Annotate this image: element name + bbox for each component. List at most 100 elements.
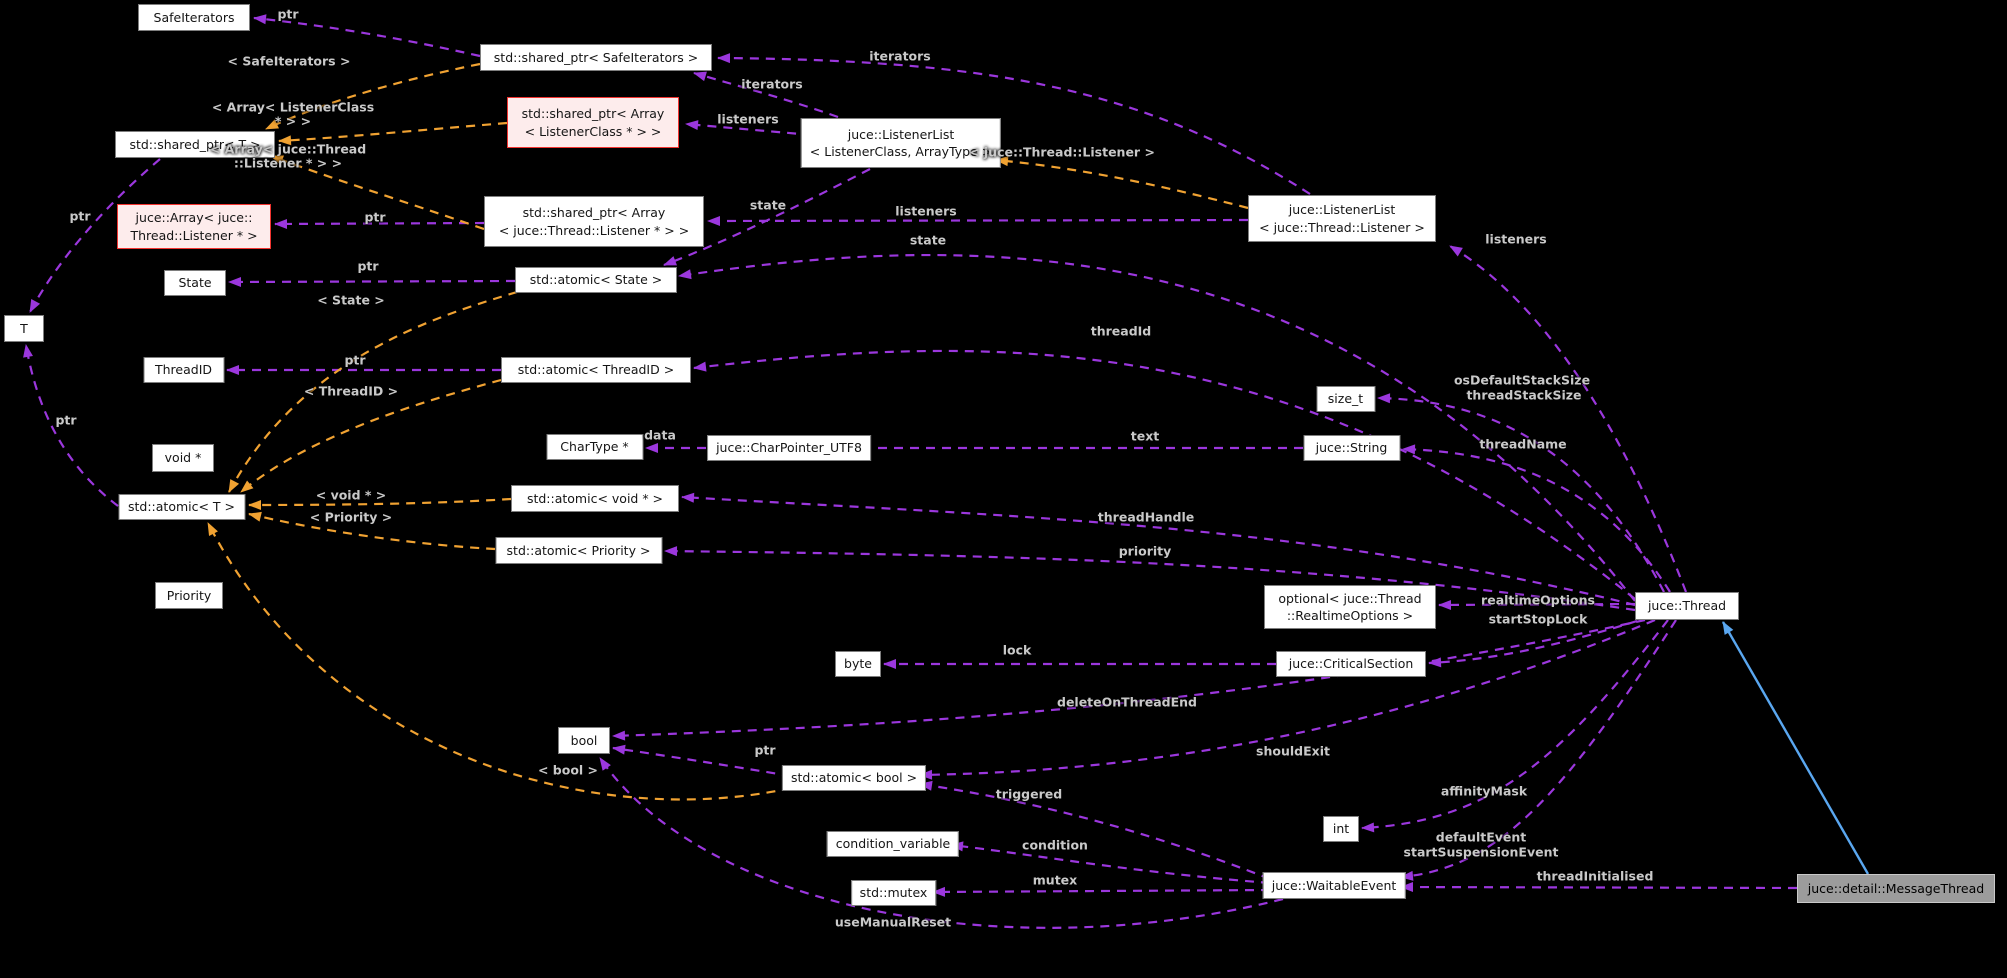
node-state[interactable]: State [164, 270, 226, 296]
edge-member-threadhandle [681, 492, 1636, 607]
node-shared-ptr-safeiterators[interactable]: std::shared_ptr< SafeIterators > [480, 44, 712, 71]
edge-label-ptr: ptr [754, 742, 776, 758]
edge-label--array-listenerclass: < Array< ListenerClass [211, 99, 375, 115]
edge-member-ptr [612, 744, 792, 778]
node-label-line: std::atomic< void * > [526, 490, 664, 506]
node-label-line: juce::ListenerList [847, 126, 955, 142]
edge-member-listeners [1449, 245, 1688, 593]
node-label-line: juce::detail::MessageThread [1807, 880, 1985, 896]
node-size-t[interactable]: size_t [1316, 386, 1375, 412]
edge-label-realtimeoptions: realtimeOptions [1481, 592, 1595, 608]
node-label-line: juce::CharPointer_UTF8 [716, 440, 862, 456]
node-label-line: juce::ListenerList [1288, 202, 1396, 218]
node-atomic-void-ptr[interactable]: std::atomic< void * > [511, 485, 679, 512]
edge-label-threadname: threadName [1479, 436, 1567, 452]
node-charpointer-utf8[interactable]: juce::CharPointer_UTF8 [707, 435, 871, 461]
edge-member-ptr [253, 14, 481, 58]
edge-label-threadinitialised: threadInitialised [1536, 868, 1654, 884]
node-label-line: std::shared_ptr< Array [522, 205, 666, 221]
node-juce-detail-messagethread[interactable]: juce::detail::MessageThread [1797, 874, 1995, 903]
edge-label-mutex: mutex [1032, 872, 1078, 888]
node-safeiterators[interactable]: SafeIterators [138, 4, 250, 31]
node-juce-criticalsection[interactable]: juce::CriticalSection [1276, 651, 1426, 677]
node-label-line: < juce::Thread::Listener > [1259, 219, 1425, 235]
edge-label-ptr: ptr [344, 352, 366, 368]
edge-label-ptr: ptr [277, 6, 299, 22]
edge-label-ptr: ptr [364, 209, 386, 225]
edge-template--juce-thread-listener- [995, 156, 1249, 210]
node-chartype-ptr[interactable]: CharType * [546, 434, 643, 460]
edge-template--safeiterators- [265, 62, 481, 130]
node-listenerlist-template[interactable]: juce::ListenerList< ListenerClass, Array… [800, 118, 1002, 168]
edge-member-iterators [717, 53, 1311, 195]
edge-label--listener-: ::Listener * > > [233, 155, 343, 171]
node-label-line: ::RealtimeOptions > [1286, 608, 1414, 623]
edge-template--array-juce-thread [270, 154, 485, 231]
node-label-line: juce::String [1315, 440, 1388, 456]
edge-label-usemanualreset: useManualReset [834, 914, 952, 930]
node-std-mutex[interactable]: std::mutex [850, 880, 937, 906]
node-label-line: std::shared_ptr< Array [521, 106, 665, 122]
node-optional-realtimeoptions[interactable]: optional< juce::Thread::RealtimeOptions … [1264, 585, 1436, 629]
node-label-line: Thread::Listener * > [130, 227, 258, 243]
node-atomic-state[interactable]: std::atomic< State > [515, 267, 677, 293]
node-label-line: < ListenerClass, ArrayType > [809, 144, 993, 159]
node-priority[interactable]: Priority [155, 582, 223, 609]
edge-label-text: text [1130, 428, 1160, 444]
edge-label-lock: lock [1002, 642, 1032, 658]
node-byte[interactable]: byte [835, 651, 881, 677]
edge-label-data: data [644, 427, 676, 443]
node-threadid[interactable]: ThreadID [143, 357, 224, 383]
edge-label-threadid: threadId [1090, 323, 1152, 339]
node-juce-waitableevent[interactable]: juce::WaitableEvent [1262, 872, 1406, 899]
node-label-line: ThreadID [154, 362, 213, 378]
node-t[interactable]: T [4, 315, 44, 342]
edge-label-threadhandle: threadHandle [1097, 509, 1195, 525]
edge-label-listeners: listeners [1485, 231, 1547, 247]
edge-member-threadname [1402, 444, 1671, 593]
edge-member-deleteonthreadend [612, 618, 1646, 741]
node-label-line: std::atomic< State > [529, 272, 663, 288]
edge-label-state: state [749, 197, 787, 213]
node-label-line: SafeIterators [153, 9, 235, 25]
node-juce-string[interactable]: juce::String [1303, 435, 1400, 461]
node-condition-variable[interactable]: condition_variable [826, 831, 960, 857]
node-label-line: int [1332, 821, 1350, 837]
edge-member-ptr [228, 276, 516, 287]
node-atomic-t[interactable]: std::atomic< T > [118, 494, 245, 520]
edge-label-ptr: ptr [55, 412, 77, 428]
edge-member-threadinitialised [1400, 882, 1798, 893]
edge-member-realtimeoptions [1438, 599, 1636, 610]
node-atomic-bool[interactable]: std::atomic< bool > [781, 765, 927, 791]
edge-label-iterators: iterators [869, 48, 931, 64]
edge-member-listeners [707, 215, 1249, 226]
edge-label--priority-: < Priority > [309, 509, 393, 525]
node-label-line: byte [844, 656, 872, 672]
edge-member-shouldexit [919, 618, 1656, 780]
node-shared-ptr-t[interactable]: std::shared_ptr< T > [115, 131, 275, 158]
edge-member-startstoplock [1428, 619, 1638, 668]
edge-member-ptr [29, 158, 161, 313]
edge-label--juce-thread-listener-: < juce::Thread::Listener > [969, 144, 1155, 160]
node-juce-thread[interactable]: juce::Thread [1635, 592, 1739, 620]
node-void-ptr[interactable]: void * [152, 444, 214, 472]
node-int[interactable]: int [1323, 816, 1359, 842]
node-label-line: juce::WaitableEvent [1271, 877, 1397, 893]
node-atomic-priority[interactable]: std::atomic< Priority > [495, 537, 662, 564]
node-label-line: juce::Array< juce:: [135, 210, 253, 226]
node-bool[interactable]: bool [558, 727, 610, 754]
node-shared-ptr-array-listenerclass[interactable]: std::shared_ptr< Array< ListenerClass * … [507, 97, 679, 148]
edge-inherit-inheritance [1721, 621, 1870, 875]
node-label-line: size_t [1327, 391, 1364, 407]
node-atomic-threadid[interactable]: std::atomic< ThreadID > [501, 357, 691, 383]
node-shared-ptr-array-thread-listener[interactable]: std::shared_ptr< Array< juce::Thread::Li… [484, 196, 704, 247]
edge-label-iterators: iterators [741, 76, 803, 92]
edge-label-priority: priority [1118, 543, 1172, 559]
node-listenerlist-thread-listener[interactable]: juce::ListenerList< juce::Thread::Listen… [1248, 195, 1436, 242]
node-label-line: void * [164, 450, 202, 466]
node-juce-array-thread-listener[interactable]: juce::Array< juce::Thread::Listener * > [117, 204, 271, 249]
node-label-line: optional< juce::Thread [1278, 590, 1422, 606]
edge-member-affinitymask [1361, 619, 1669, 833]
node-label-line: std::shared_ptr< T > [129, 136, 261, 152]
node-label-line: std::atomic< T > [127, 499, 236, 515]
